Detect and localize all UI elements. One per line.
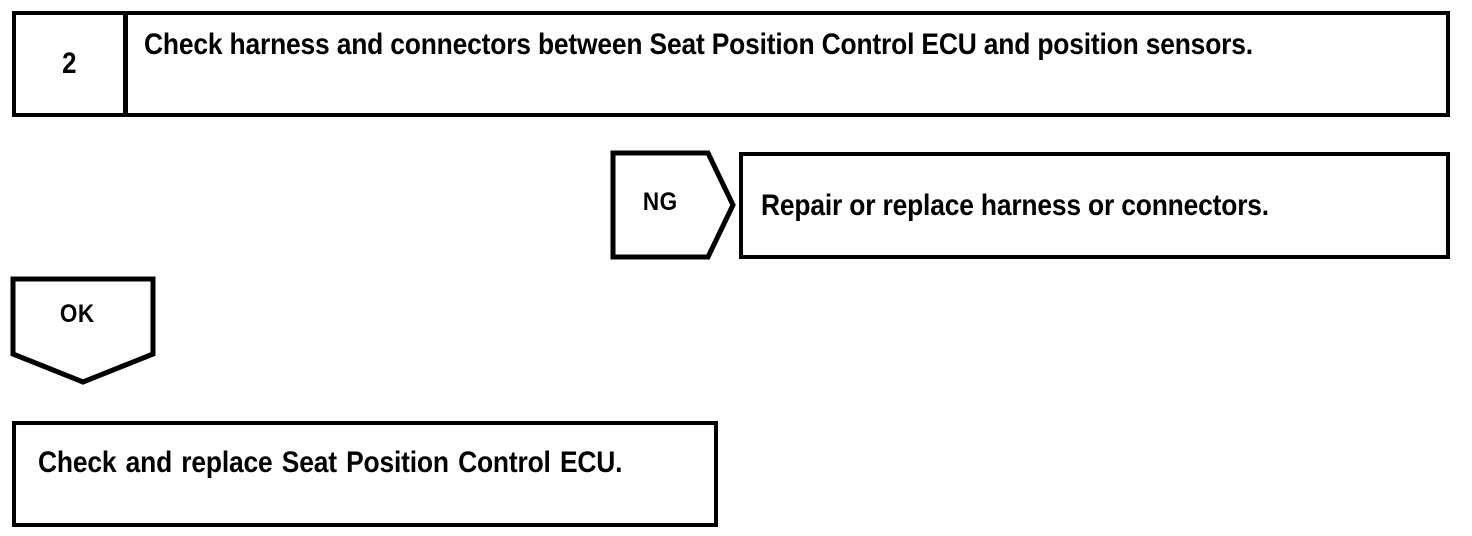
branch-ok-arrow: OK (10, 276, 156, 386)
ng-result-text: Repair or replace harness or connectors. (761, 189, 1269, 222)
branch-ng-label: NG (642, 188, 678, 216)
final-action-cell: Check and replace Seat Position Control … (16, 425, 714, 523)
branch-ok-label: OK (59, 300, 95, 328)
step-number-cell: 2 (16, 15, 128, 113)
ng-result-box: Repair or replace harness or connectors. (739, 152, 1450, 259)
final-action-box: Check and replace Seat Position Control … (12, 421, 718, 527)
branch-ng-arrow: NG (610, 150, 736, 260)
step-instruction-cell: Check harness and connectors between Sea… (128, 15, 1446, 113)
final-action-text: Check and replace Seat Position Control … (38, 446, 623, 479)
step-2-box: 2 Check harness and connectors between S… (12, 11, 1450, 117)
step-number: 2 (62, 47, 77, 80)
ok-pentagon-icon (10, 276, 156, 385)
ng-pentagon-icon (610, 150, 736, 260)
step-instruction-text: Check harness and connectors between Sea… (144, 28, 1253, 61)
ng-result-cell: Repair or replace harness or connectors. (743, 156, 1446, 255)
